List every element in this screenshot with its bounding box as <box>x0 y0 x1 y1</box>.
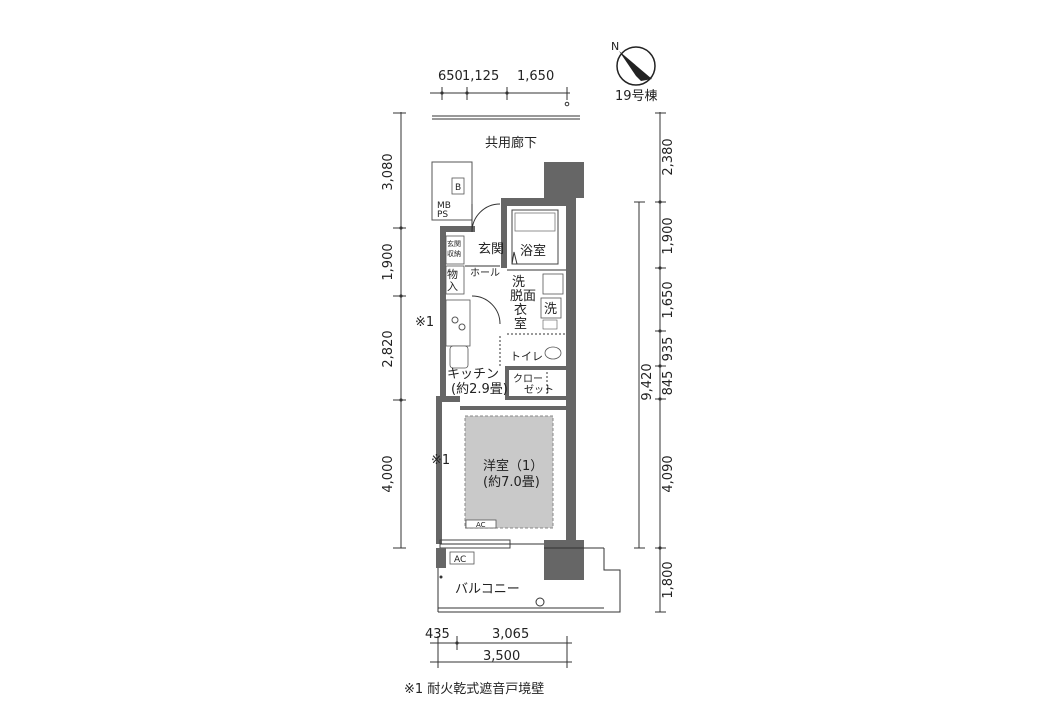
kitchen-stove <box>445 299 471 347</box>
entrance-storage-label-1: 玄関 <box>447 239 461 248</box>
left-dimensions: 3,080 1,900 2,820 4,000 <box>381 112 406 549</box>
washer-pan <box>542 319 558 330</box>
fire-wall-mark-lower: ※1 <box>431 453 450 468</box>
fire-wall-mark-upper: ※1 <box>415 315 434 330</box>
mbps-label-mb: MB <box>437 201 451 211</box>
storage-label-2: 入 <box>447 280 458 293</box>
ac-outside-label: AC <box>454 555 466 565</box>
right-partition-wall <box>566 198 576 544</box>
north-arrow-icon <box>619 51 652 81</box>
dim-right-935: 935 <box>661 337 676 362</box>
dim-right-1650: 1,650 <box>661 281 676 318</box>
north-letter: N <box>611 40 619 53</box>
structural-column-bottom <box>544 540 584 580</box>
washroom-label-1: 洗 <box>512 275 525 290</box>
kitchen-left-wall <box>440 226 446 398</box>
building-number: 19号棟 <box>615 89 658 104</box>
kitchen-sink <box>449 345 469 369</box>
bath-top-wall <box>501 198 569 206</box>
washer-label: 洗 <box>544 302 557 317</box>
entrance-storage-label-2: 収納 <box>447 249 461 258</box>
structural-column-top <box>544 162 584 198</box>
dim-right-1800: 1,800 <box>661 561 676 598</box>
dim-left-3080: 3,080 <box>381 153 396 190</box>
dim-bottom-3065: 3,065 <box>492 627 529 642</box>
unit-plan: 共用廊下 B MB PS 浴室 玄関 収納 玄関 <box>431 135 621 613</box>
b-label: B <box>455 183 461 193</box>
ac-outdoor-unit <box>449 551 475 565</box>
entrance-storage <box>445 235 465 265</box>
dim-right-4090: 4,090 <box>661 455 676 492</box>
storage-label-1: 物 <box>447 267 458 281</box>
western-room-label: 洋室（1） <box>483 458 543 474</box>
dim-top-1125: 1,125 <box>462 69 499 84</box>
bath-label: 浴室 <box>520 243 546 259</box>
ac-indoor-unit <box>465 519 497 529</box>
washer-space <box>540 297 562 319</box>
balcony-drain-icon <box>535 597 545 607</box>
storage-closet <box>445 265 465 295</box>
kitchen-size: (約2.9畳) <box>451 382 508 397</box>
closet-label-1: クロー <box>513 373 543 385</box>
closet-bottom-wall <box>505 396 567 400</box>
dim-bottom-435: 435 <box>425 627 450 642</box>
bathtub <box>514 212 556 232</box>
closet-top-wall <box>505 366 567 370</box>
toilet-label: トイレ <box>510 350 543 363</box>
hall-door-swing <box>471 295 501 325</box>
kitchen-label: キッチン <box>447 367 499 382</box>
dim-left-1900: 1,900 <box>381 243 396 280</box>
footnote: ※1 耐火乾式遮音戸境壁 <box>404 681 544 697</box>
entry-door-swing <box>471 203 501 233</box>
western-room-floor <box>464 415 554 529</box>
closet-left-wall <box>505 370 509 400</box>
corridor-label: 共用廊下 <box>485 135 537 151</box>
dim-right-845: 845 <box>661 371 676 396</box>
kitchen-corner-wall <box>436 396 460 402</box>
balcony-label: バルコニー <box>455 582 520 597</box>
dim-top-650: 650 <box>438 69 463 84</box>
bottom-dimensions: 435 3,065 3,500 <box>425 627 572 668</box>
washroom-label-2: 脱面 <box>510 289 536 304</box>
entrance-label: 玄関 <box>478 242 504 257</box>
mbps-label-ps: PS <box>437 210 448 220</box>
ac-inside-label: AC <box>476 521 486 529</box>
western-left-wall <box>436 396 442 544</box>
bath-left-wall <box>501 198 507 268</box>
toilet-fixture <box>544 346 562 360</box>
entry-top-wall <box>440 226 475 232</box>
washroom-cabinet <box>542 273 564 295</box>
dim-bottom-total-3500: 3,500 <box>483 649 520 664</box>
dim-right-total-9420: 9,420 <box>640 363 655 400</box>
compass: N 19号棟 <box>611 40 658 104</box>
closet-label-2: ゼット <box>524 384 554 396</box>
dim-left-2820: 2,820 <box>381 330 396 367</box>
dim-left-4000: 4,000 <box>381 455 396 492</box>
dim-right-2380: 2,380 <box>661 138 676 175</box>
western-room-size: (約7.0畳) <box>483 475 540 490</box>
washroom-label-4: 室 <box>514 316 527 332</box>
washroom-label-3: 衣 <box>514 302 527 318</box>
western-top-wall <box>460 406 566 410</box>
dim-top-1650: 1,650 <box>517 69 554 84</box>
hall-label: ホール <box>470 267 500 279</box>
top-dimensions: 650 1,125 1,650 <box>430 69 580 120</box>
right-dimensions: 2,380 1,900 1,650 935 845 4,090 1,800 9,… <box>634 112 676 613</box>
dim-right-1900: 1,900 <box>661 217 676 254</box>
